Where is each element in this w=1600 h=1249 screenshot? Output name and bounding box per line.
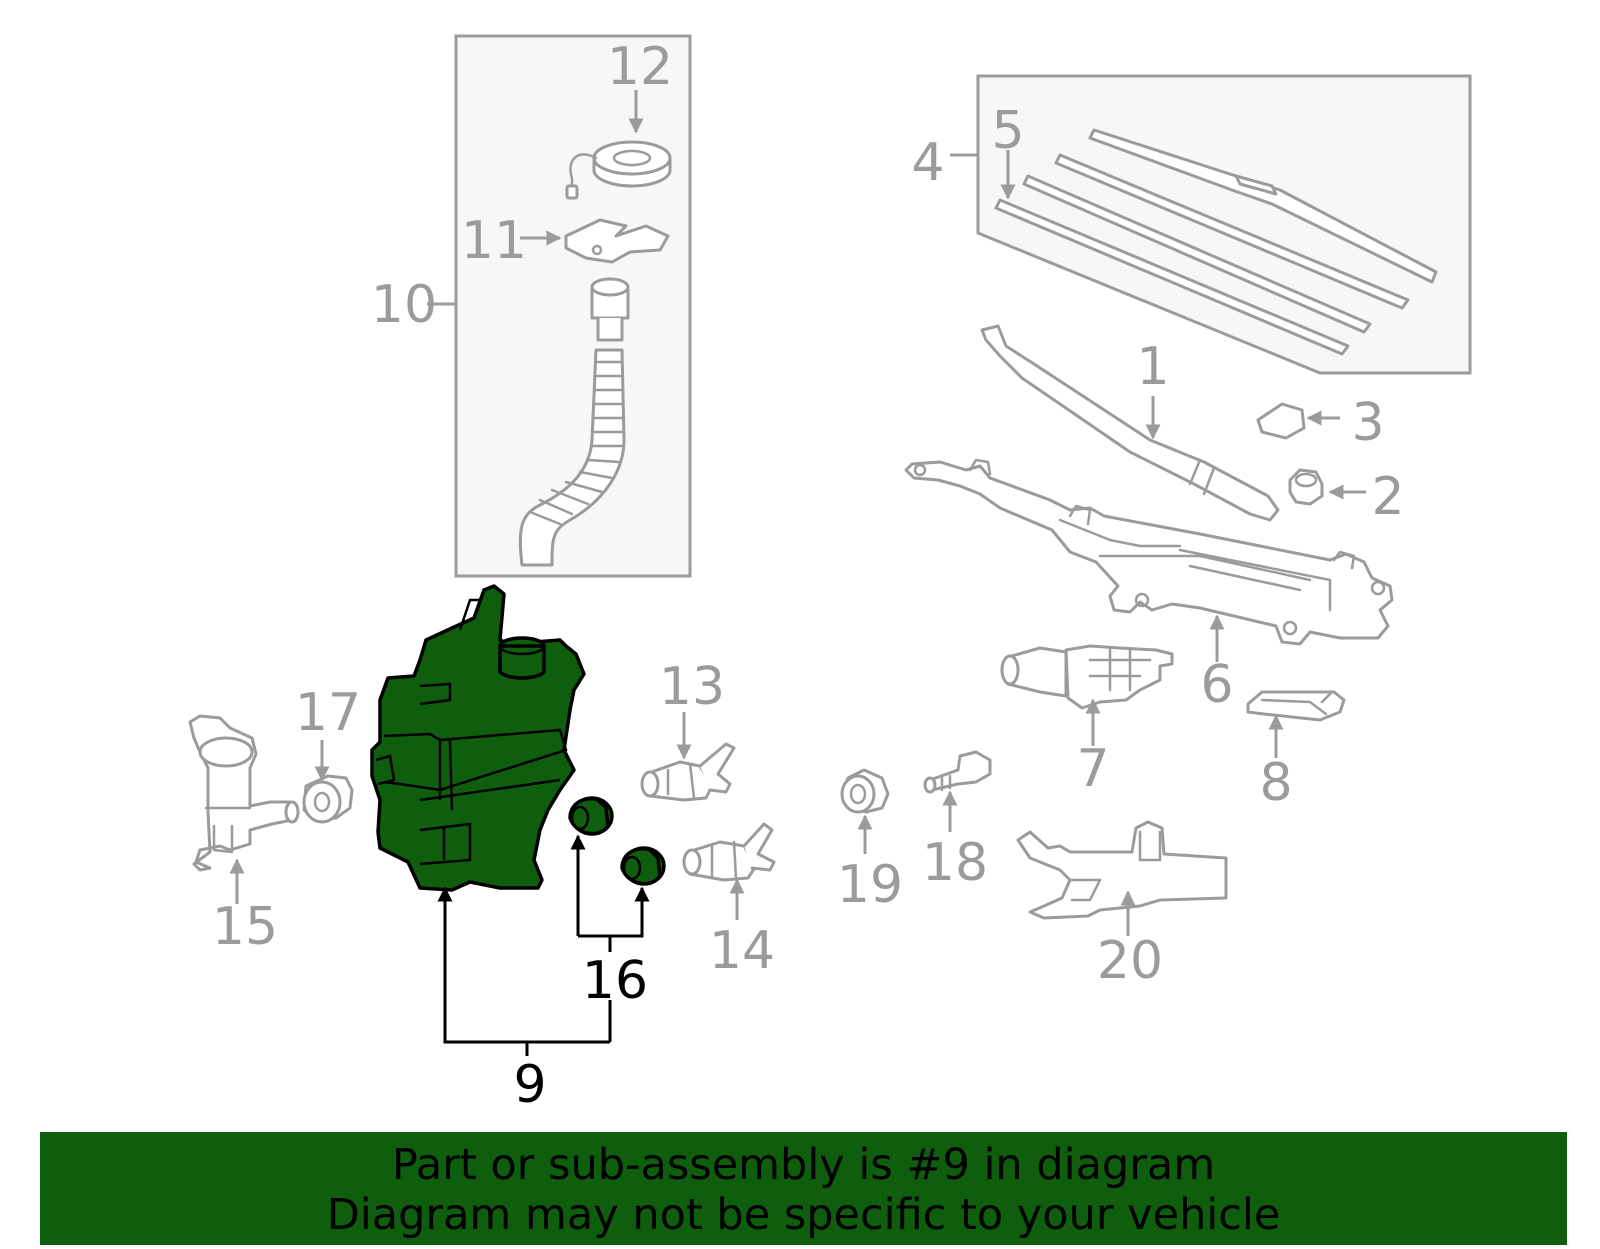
label-16: 16 xyxy=(582,951,648,1011)
label-11: 11 xyxy=(461,211,527,271)
banner-line-1: Part or sub-assembly is #9 in diagram xyxy=(391,1140,1216,1190)
part-20-bracket[interactable] xyxy=(1016,820,1228,920)
label-15: 15 xyxy=(212,897,278,957)
label-4: 4 xyxy=(911,133,944,193)
part-7-wiper-motor[interactable] xyxy=(1000,644,1174,710)
label-1: 1 xyxy=(1136,337,1169,397)
label-14: 14 xyxy=(709,921,775,981)
part-16-grommet-b[interactable] xyxy=(620,846,666,886)
part-13-washer-nozzle[interactable] xyxy=(640,742,736,802)
label-19: 19 xyxy=(837,855,903,915)
filler-neck-hose[interactable] xyxy=(518,277,630,567)
part-2-nut[interactable] xyxy=(1288,468,1324,506)
label-12: 12 xyxy=(607,37,673,97)
part-3-cap[interactable] xyxy=(1256,402,1306,440)
part-9-washer-reservoir[interactable] xyxy=(370,584,586,892)
info-banner: Part or sub-assembly is #9 in diagram Di… xyxy=(40,1132,1567,1245)
part-12-cap[interactable] xyxy=(565,140,672,200)
label-7: 7 xyxy=(1076,739,1109,799)
part-6-wiper-linkage[interactable] xyxy=(904,458,1394,646)
label-8: 8 xyxy=(1259,753,1292,813)
label-3: 3 xyxy=(1351,393,1384,453)
label-18: 18 xyxy=(922,833,988,893)
part-11-bracket[interactable] xyxy=(564,218,670,264)
part-19-grommet[interactable] xyxy=(840,768,890,814)
part-4-wiper-blade[interactable] xyxy=(1022,128,1438,334)
label-20: 20 xyxy=(1097,931,1163,991)
part-14-washer-nozzle[interactable] xyxy=(682,822,776,882)
label-10: 10 xyxy=(371,275,437,335)
label-6: 6 xyxy=(1200,655,1233,715)
label-17: 17 xyxy=(295,683,361,743)
label-9: 9 xyxy=(513,1055,546,1115)
part-16-grommet-a[interactable] xyxy=(568,796,614,836)
banner-line-2: Diagram may not be specific to your vehi… xyxy=(326,1190,1281,1240)
part-15-washer-pump[interactable] xyxy=(188,714,300,872)
part-8-bracket[interactable] xyxy=(1246,690,1346,722)
part-5-blade-insert[interactable] xyxy=(994,198,1350,356)
label-13: 13 xyxy=(659,657,725,717)
part-1-wiper-arm[interactable] xyxy=(980,324,1280,522)
label-5: 5 xyxy=(991,101,1024,161)
label-2: 2 xyxy=(1371,467,1404,527)
part-18-clip[interactable] xyxy=(923,750,992,794)
part-17-grommet[interactable] xyxy=(302,774,354,824)
